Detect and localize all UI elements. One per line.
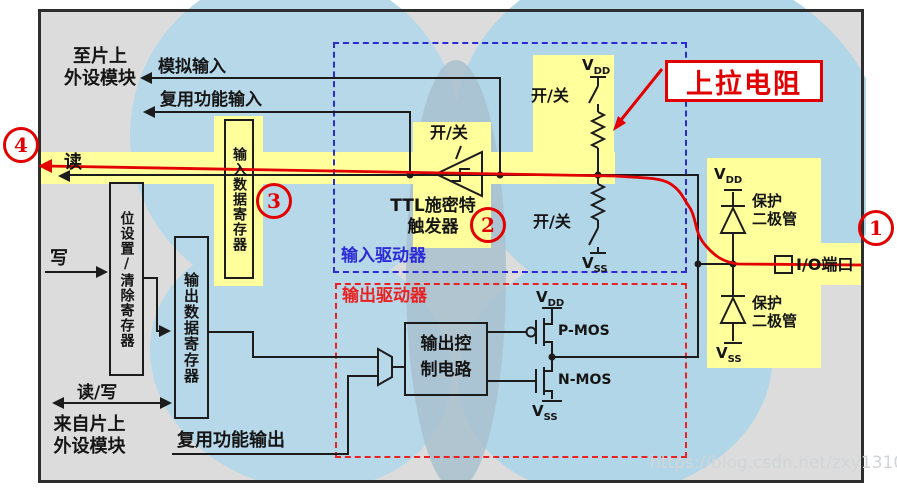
schmitt-trigger-symbol <box>433 145 483 198</box>
on-off-label-pullup: 开/关 <box>531 86 569 105</box>
to-onchip-label: 至片上 外设模块 <box>64 46 136 89</box>
watermark: https://blog.csdn.net/zxy131072 <box>650 453 897 473</box>
vdd-label-diode: VDD <box>714 165 743 186</box>
output-data-register: 输出数据寄存器 <box>182 271 200 384</box>
pmos-symbol <box>525 307 562 357</box>
io-port-label: I/O端口 <box>796 255 854 274</box>
black-arrowheads <box>52 72 172 409</box>
vss-label-pulldown: VSS <box>582 254 608 275</box>
pullup-callout-text: 上拉电阻 <box>686 68 802 100</box>
nmos-symbol <box>535 357 562 402</box>
highlight-input-data-reg <box>214 116 263 286</box>
bit-set-clear-register: 位设置/清除寄存器 <box>118 210 135 348</box>
write-label: 写 <box>50 248 68 269</box>
on-off-label-pulldown: 开/关 <box>533 212 571 231</box>
analog-input-label: 模拟输入 <box>158 57 226 77</box>
input-driver-box <box>333 42 687 273</box>
input-data-register: 输入数据寄存器 <box>231 146 247 252</box>
highlight-pullup <box>533 55 614 156</box>
step-marker-4: 4 <box>3 127 39 163</box>
pullup-callout-box: 上拉电阻 <box>665 60 823 102</box>
vss-label-nmos: VSS <box>532 402 558 423</box>
output-driver-label: 输出驱动器 <box>342 286 427 306</box>
pmos-label: P-MOS <box>558 323 610 339</box>
output-control-label: 输出控 制电路 <box>420 334 472 380</box>
af-output-label: 复用功能输出 <box>177 430 285 451</box>
pullup-pulldown-chain <box>588 76 607 254</box>
diagram-frame <box>38 9 864 483</box>
callout-arrow <box>613 68 664 131</box>
step-marker-2: 2 <box>470 207 506 243</box>
step-marker-1: 1 <box>858 210 894 246</box>
pullup-resistor-symbol <box>589 111 607 149</box>
step-marker-3: 3 <box>256 183 292 219</box>
protect-diode-label-lower: 保护 二极管 <box>752 294 798 331</box>
read-label: 读 <box>64 152 82 173</box>
ttl-schmitt-label: TTL施密特 触发器 <box>390 196 476 237</box>
read-path-red <box>38 159 863 267</box>
vss-label-diode: VSS <box>716 344 742 365</box>
nmos-label: N-MOS <box>558 372 612 388</box>
pulldown-resistor-symbol <box>589 183 607 221</box>
on-off-label-schmitt: 开/关 <box>430 123 468 142</box>
mux-symbol <box>377 347 393 387</box>
from-onchip-label: 来自片上 外设模块 <box>53 414 126 457</box>
read-write-label: 读/写 <box>77 383 118 403</box>
vdd-label-pmos: VDD <box>536 288 565 309</box>
af-input-label: 复用功能输入 <box>160 90 262 110</box>
protection-diode-lower <box>719 264 747 344</box>
output-driver-box <box>335 283 687 458</box>
vdd-label-pullup: VDD <box>582 56 611 77</box>
protection-diode-upper <box>719 189 747 264</box>
protect-diode-label-upper: 保护 二极管 <box>752 192 798 229</box>
input-driver-label: 输入驱动器 <box>341 246 426 266</box>
